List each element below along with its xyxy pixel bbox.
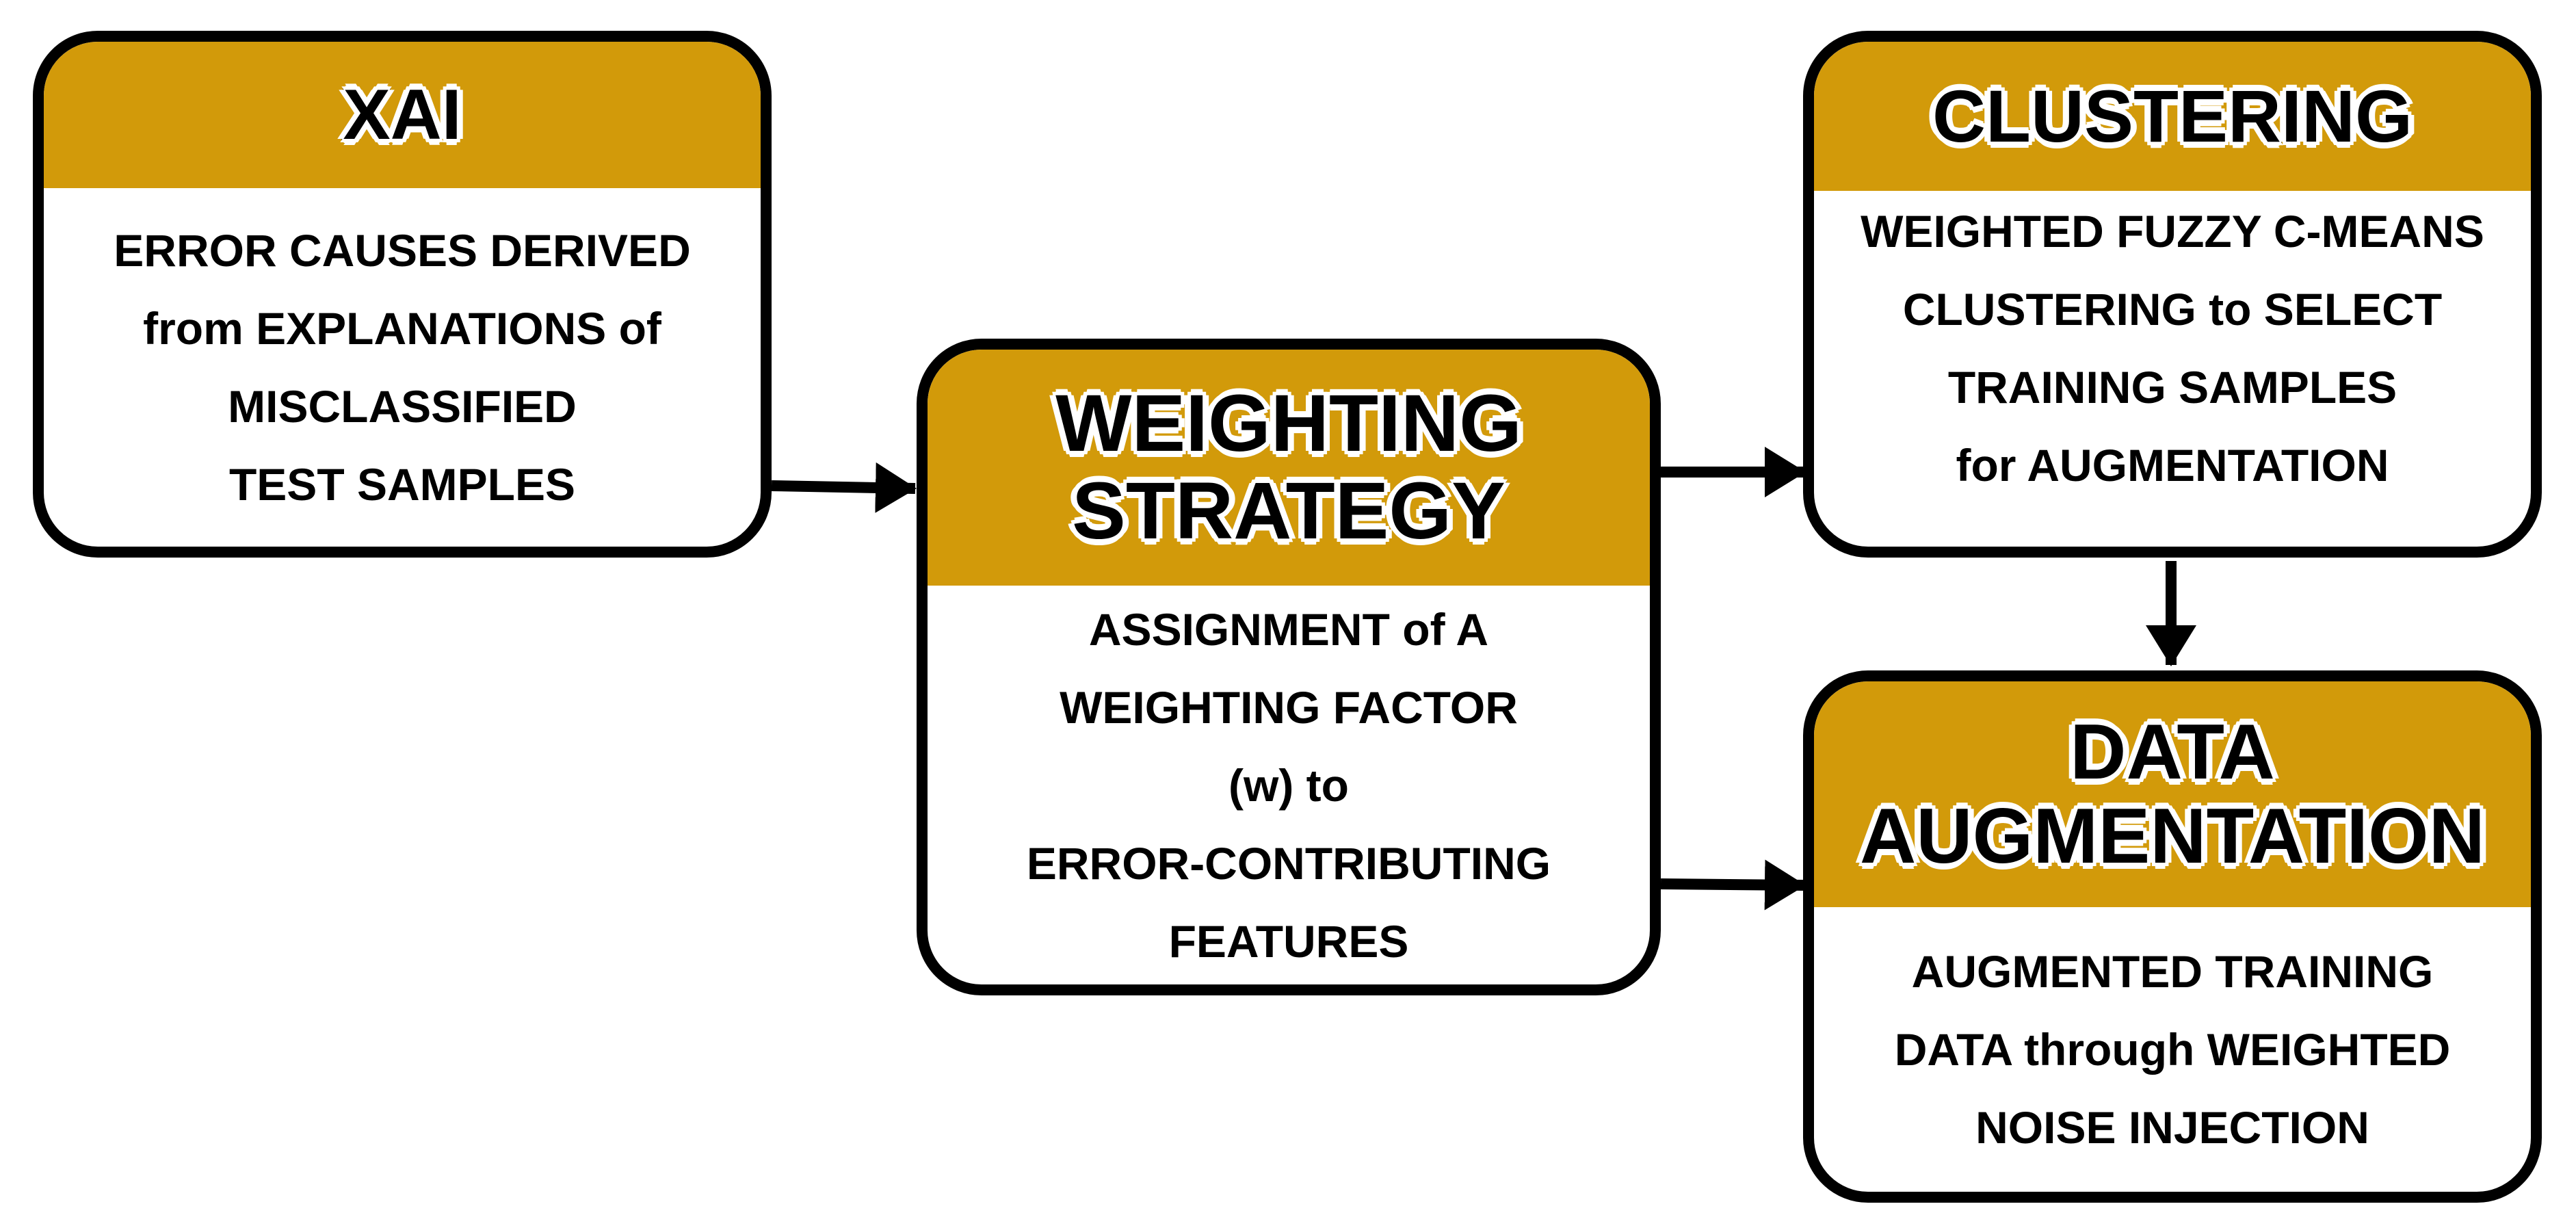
weighting-line-4: ERROR-CONTRIBUTING: [1026, 837, 1551, 889]
xai-line-1: ERROR CAUSES DERIVED: [114, 225, 691, 276]
augmentation-title-line-2: AUGMENTATION: [1858, 793, 2486, 880]
xai-title: XAI: [341, 75, 462, 155]
clustering-header: CLUSTERING: [1814, 42, 2531, 191]
arrow-xai-to-weighting: [771, 462, 917, 513]
xai-line-2: from EXPLANATIONS of: [143, 303, 661, 354]
clustering-title: CLUSTERING: [1931, 74, 2414, 157]
weighting-line-3: (w) to: [1228, 759, 1349, 811]
clustering-line-2: CLUSTERING to SELECT: [1902, 284, 2443, 335]
arrow-weighting-to-augmentation: [1660, 859, 1806, 911]
augmentation-body: AUGMENTED TRAINING DATA through WEIGHTED…: [1814, 907, 2531, 1192]
clustering-line-3: TRAINING SAMPLES: [1947, 362, 2397, 413]
clustering-line-1: WEIGHTED FUZZY C-MEANS: [1861, 206, 2484, 257]
clustering-box: CLUSTERING WEIGHTED FUZZY C-MEANS CLUSTE…: [1803, 31, 2542, 558]
weighting-title: WEIGHTING STRATEGY: [1054, 378, 1523, 556]
xai-header: XAI: [44, 42, 761, 188]
weighting-title-line-1: WEIGHTING: [1054, 378, 1523, 469]
augmentation-line-3: NOISE INJECTION: [1975, 1102, 2369, 1153]
weighting-line-5: FEATURES: [1168, 915, 1409, 967]
weighting-title-line-2: STRATEGY: [1070, 465, 1507, 556]
xai-title-text: XAI: [341, 75, 462, 155]
weighting-line-2: WEIGHTING FACTOR: [1060, 681, 1518, 733]
augmentation-line-1: AUGMENTED TRAINING: [1911, 946, 2434, 997]
weighting-line-1: ASSIGNMENT of A: [1088, 603, 1489, 655]
clustering-body: WEIGHTED FUZZY C-MEANS CLUSTERING to SEL…: [1814, 191, 2531, 547]
clustering-title-text: CLUSTERING: [1931, 74, 2414, 157]
weighting-body: ASSIGNMENT of A WEIGHTING FACTOR (w) to …: [928, 586, 1650, 984]
augmentation-title: DATA AUGMENTATION: [1858, 708, 2486, 880]
weighting-strategy-box: WEIGHTING STRATEGY ASSIGNMENT of A WEIGH…: [917, 339, 1661, 995]
data-augmentation-box: DATA AUGMENTATION AUGMENTED TRAINING DAT…: [1803, 670, 2542, 1203]
xai-line-3: MISCLASSIFIED: [228, 381, 577, 432]
xai-body: ERROR CAUSES DERIVED from EXPLANATIONS o…: [44, 188, 761, 547]
weighting-header: WEIGHTING STRATEGY: [928, 350, 1650, 586]
augmentation-header: DATA AUGMENTATION: [1814, 681, 2531, 907]
xai-box: XAI ERROR CAUSES DERIVED from EXPLANATIO…: [33, 31, 772, 558]
xai-line-4: TEST SAMPLES: [228, 459, 576, 510]
clustering-line-4: for AUGMENTATION: [1956, 440, 2389, 491]
augmentation-title-line-1: DATA: [2068, 708, 2276, 796]
augmentation-line-2: DATA through WEIGHTED: [1894, 1024, 2451, 1075]
